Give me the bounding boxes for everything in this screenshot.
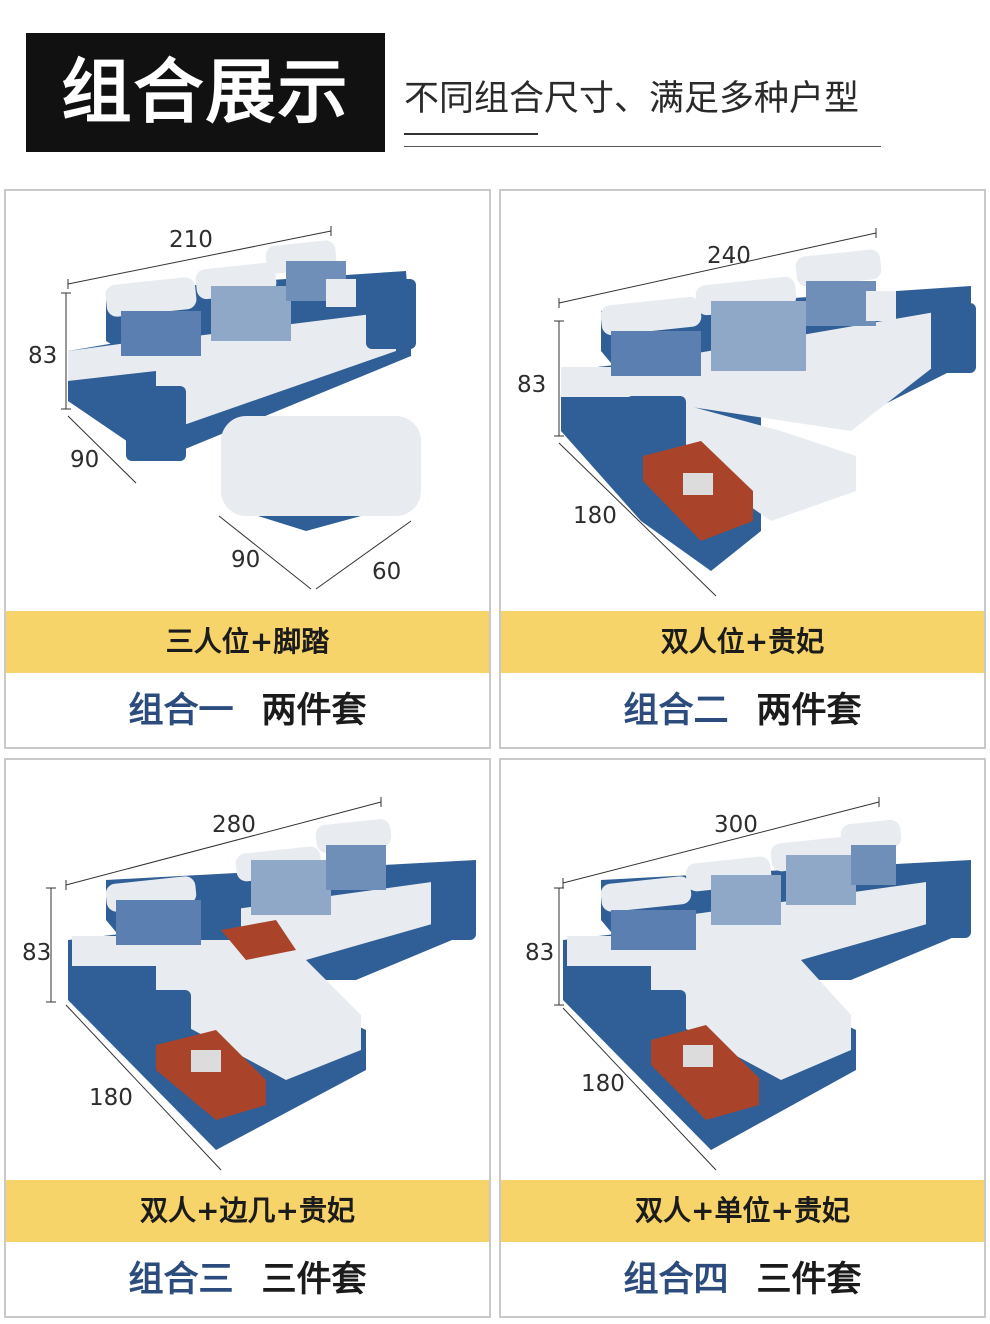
combo-name-2: 组合二 [623, 691, 729, 731]
dim-height-3: 83 [22, 940, 52, 966]
combo-name-3: 组合三 [128, 1260, 234, 1300]
combo-config-2: 双人位+贵妃 [660, 625, 825, 658]
combo-config-3: 双人+边几+贵妃 [140, 1194, 355, 1227]
combo-name-4: 组合四 [623, 1260, 729, 1300]
subtitle-underline-long [404, 146, 881, 147]
combo-card-3[interactable]: 280 83 180 双人+边几+贵妃 组合三三件套 [4, 758, 491, 1318]
combo-footer-3: 组合三三件套 [6, 1244, 489, 1316]
dim-width-2: 240 [707, 243, 751, 269]
combo-config-4: 双人+单位+贵妃 [635, 1194, 850, 1227]
dim-width-4: 300 [714, 812, 758, 838]
combo-band-4: 双人+单位+贵妃 [501, 1180, 984, 1242]
combo-card-2[interactable]: 240 83 180 双人位+贵妃 组合二两件套 [499, 189, 986, 749]
dim-ottoman-b-1: 60 [372, 559, 402, 585]
combo-pieces-3: 三件套 [261, 1260, 367, 1300]
page-subtitle: 不同组合尺寸、满足多种户型 [404, 79, 860, 119]
sofa-image-1 [61, 226, 421, 590]
combo-name-1: 组合一 [128, 691, 234, 731]
dim-width-1: 210 [169, 227, 213, 253]
dim-width-3: 280 [212, 812, 256, 838]
combo-pieces-4: 三件套 [756, 1260, 862, 1300]
subtitle-underline-short [404, 133, 538, 135]
combo-footer-2: 组合二两件套 [501, 675, 984, 747]
dim-chaise-2: 180 [573, 503, 617, 529]
dim-height-1: 83 [28, 343, 58, 369]
dim-ottoman-a-1: 90 [231, 547, 261, 573]
sofa-image-4 [554, 797, 971, 1171]
dim-height-4: 83 [525, 940, 555, 966]
dim-height-2: 83 [517, 372, 547, 398]
combo-band-2: 双人位+贵妃 [501, 611, 984, 673]
dim-chaise-3: 180 [89, 1085, 133, 1111]
dim-depth-1: 90 [70, 447, 100, 473]
header-block [26, 33, 385, 152]
combo-card-1[interactable]: 210 83 90 90 60 三人位+脚踏 组合一两件套 [4, 189, 491, 749]
combo-card-4[interactable]: 300 83 180 双人+单位+贵妃 组合四三件套 [499, 758, 986, 1318]
combo-pieces-1: 两件套 [261, 691, 367, 731]
page-title: 组合展示 [61, 51, 350, 133]
dim-chaise-4: 180 [581, 1071, 625, 1097]
combo-pieces-2: 两件套 [756, 691, 862, 731]
combo-footer-4: 组合四三件套 [501, 1244, 984, 1316]
sofa-image-3 [46, 797, 476, 1171]
combo-band-1: 三人位+脚踏 [6, 611, 489, 673]
combo-config-1: 三人位+脚踏 [165, 625, 330, 658]
combo-footer-1: 组合一两件套 [6, 675, 489, 747]
combo-band-3: 双人+边几+贵妃 [6, 1180, 489, 1242]
sofa-image-2 [554, 228, 976, 597]
